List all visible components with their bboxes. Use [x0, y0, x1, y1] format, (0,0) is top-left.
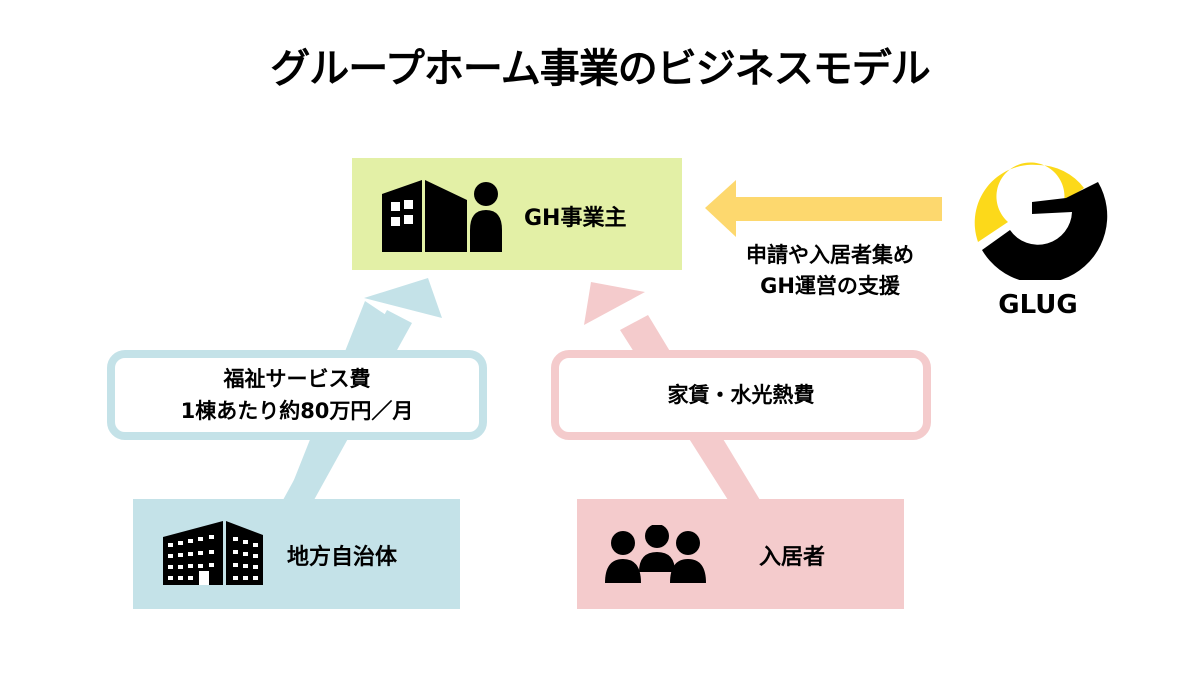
residents-node: 入居者 — [577, 499, 904, 609]
welfare-line-1: 福祉サービス費 — [223, 367, 371, 391]
rent-flow-label: 家賃・水光熱費 — [551, 350, 931, 440]
support-arrow — [705, 180, 942, 237]
support-arrowhead — [705, 180, 736, 237]
glug-label: GLUG — [998, 290, 1078, 320]
diagram-title: グループホーム事業のビジネスモデル — [270, 46, 930, 92]
support-line-1: 申請や入居者集め — [746, 243, 914, 267]
support-line-2: GH運営の支援 — [760, 274, 900, 298]
owner-label: GH事業主 — [524, 206, 627, 231]
office-building-icon — [163, 521, 263, 585]
rent-arrowhead — [584, 282, 645, 325]
support-caption: 申請や入居者集め GH運営の支援 — [715, 240, 945, 302]
group-icon — [605, 525, 706, 583]
owner-node: GH事業主 — [352, 158, 682, 270]
government-node: 地方自治体 — [133, 499, 460, 609]
glug-logo-icon — [974, 162, 1108, 280]
welfare-flow-label: 福祉サービス費 1棟あたり約80万円／月 — [107, 350, 487, 440]
rent-line-1: 家賃・水光熱費 — [667, 383, 815, 407]
person-icon — [470, 182, 502, 252]
welfare-line-2: 1棟あたり約80万円／月 — [180, 399, 414, 423]
government-label: 地方自治体 — [287, 545, 398, 570]
building-icon — [382, 180, 467, 252]
welfare-arrowhead — [364, 278, 442, 318]
residents-label: 入居者 — [759, 545, 826, 570]
